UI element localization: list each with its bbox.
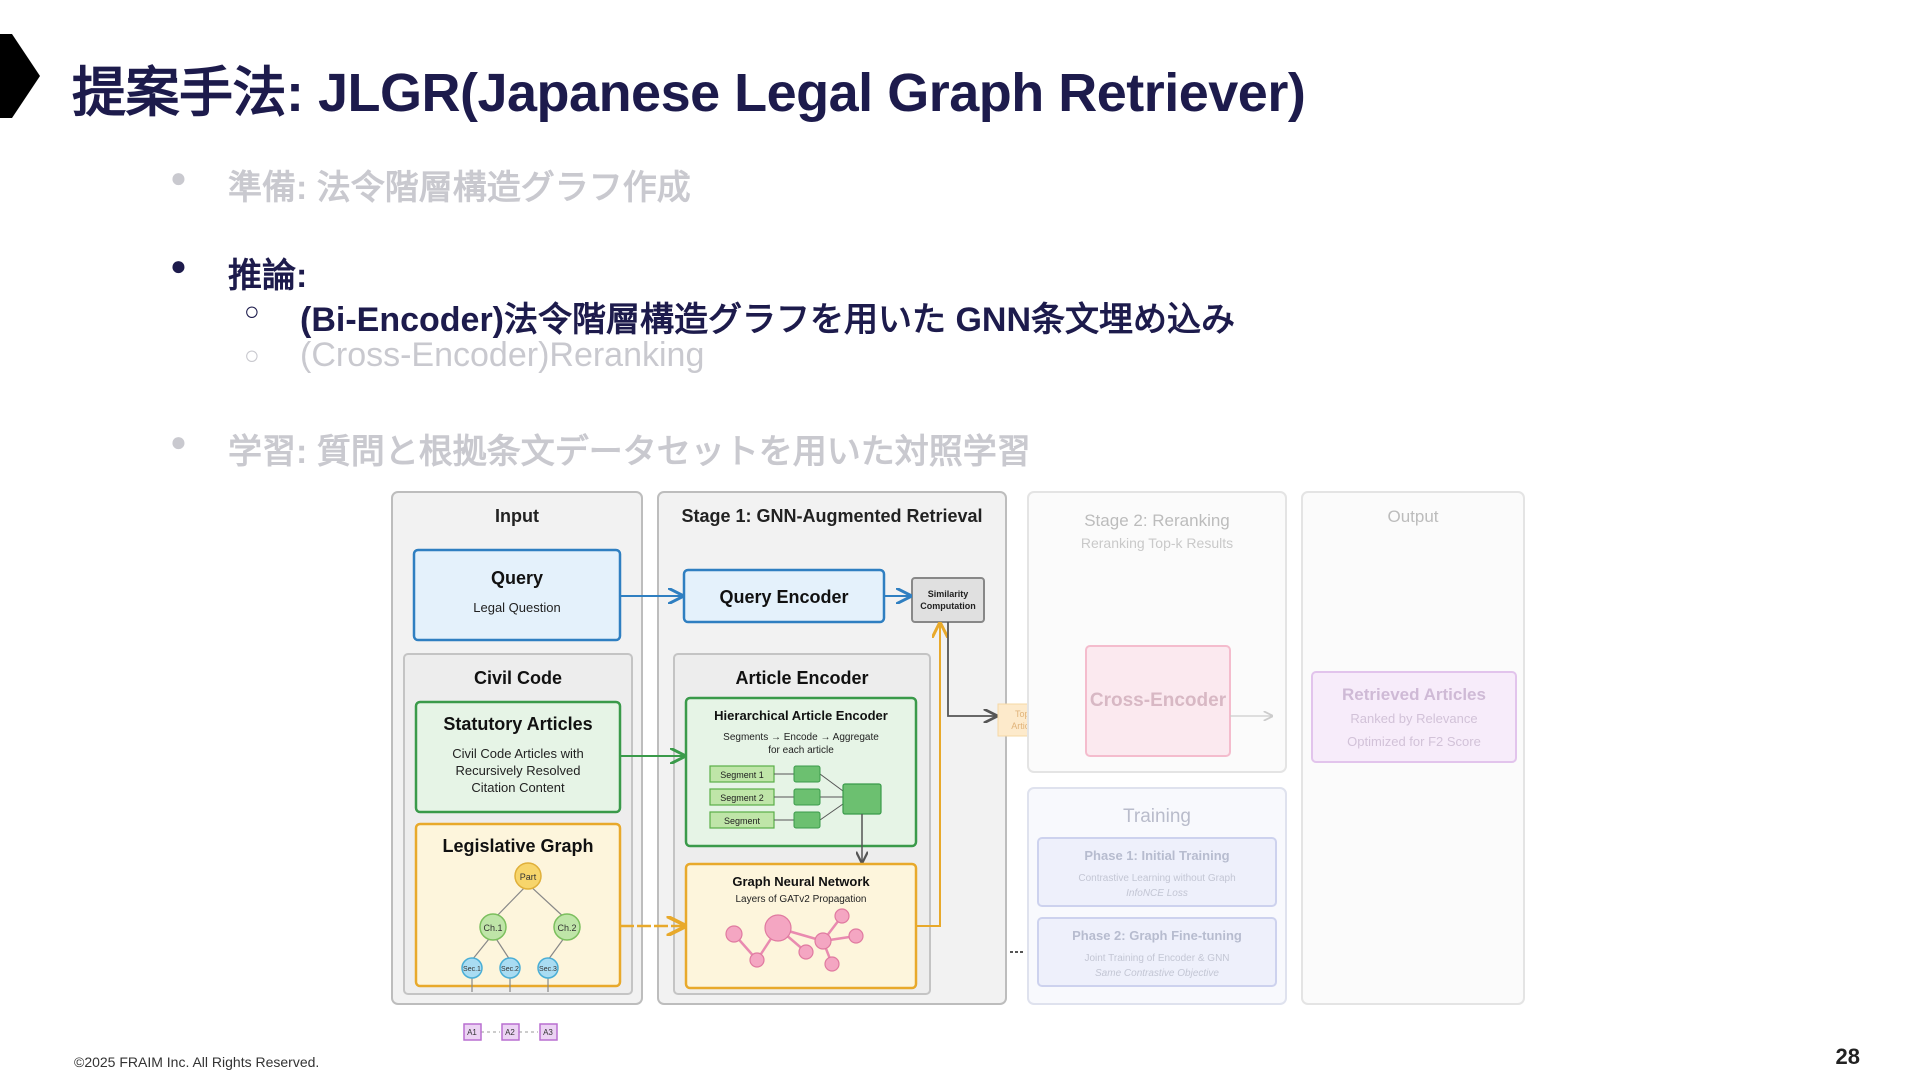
phase1-sub2: InfoNCE Loss (1126, 888, 1188, 899)
retrieved-articles-box (1311, 671, 1517, 763)
tree-node-part-label: Part (520, 872, 537, 882)
article-node-a3-label: A3 (543, 1028, 553, 1037)
bullet-inference: ● 推論: (170, 248, 308, 297)
phase1-title: Phase 1: Initial Training (1084, 848, 1229, 863)
article-node-a1 (463, 1023, 482, 1041)
hierarchical-encoder-sub2: for each article (768, 745, 834, 756)
gnn-node (764, 914, 792, 942)
phase2-sub1: Joint Training of Encoder & GNN (1084, 953, 1229, 964)
statutory-articles-line2: Recursively Resolved (456, 763, 581, 778)
sub-bullet-cross-encoder-text: (Cross-Encoder)Reranking (300, 336, 705, 374)
copyright-footer: ©2025 FRAIM Inc. All Rights Reserved. (74, 1054, 320, 1070)
hierarchical-encoder-sub1: Segments → Encode → Aggregate (723, 732, 879, 743)
article-node-a2 (501, 1023, 520, 1041)
gnn-node (814, 932, 832, 950)
similarity-line2: Computation (920, 601, 976, 611)
civil-code-title: Civil Code (474, 668, 562, 688)
tree-node-part (514, 862, 542, 890)
cross-encoder-label: Cross-Encoder (1090, 690, 1227, 711)
similarity-box (911, 577, 985, 623)
query-encoder-label: Query Encoder (719, 587, 848, 607)
tree-node-ch1 (479, 913, 507, 941)
bullet-training: ● 学習: 質問と根拠条文データセットを用いた対照学習 (170, 424, 1031, 473)
legislative-graph-box (414, 822, 622, 988)
similarity-line1: Similarity (928, 589, 969, 599)
sub-bullet-bi-encoder: ○ (Bi-Encoder)法令階層構造グラフを用いた GNN条文埋め込み (244, 292, 1235, 341)
gnn-title: Graph Neural Network (732, 874, 870, 889)
tree-node-sec3 (537, 957, 559, 979)
similarity-to-topk-arrow (947, 622, 996, 716)
segment-links (774, 773, 844, 821)
segment-embed-3 (793, 811, 821, 829)
gnn-node (824, 956, 840, 972)
statutory-articles-line3: Citation Content (471, 780, 565, 795)
article-node-a1-label: A1 (467, 1028, 477, 1037)
statutory-articles-line1: Civil Code Articles with (452, 746, 584, 761)
article-node-a2-label: A2 (505, 1028, 515, 1037)
tree-node-sec2 (499, 957, 521, 979)
gnn-sub: Layers of GATv2 Propagation (736, 894, 867, 905)
stage1-title: Stage 1: GNN-Augmented Retrieval (681, 506, 982, 526)
tree-node-ch2-label: Ch.2 (557, 923, 576, 933)
tree-node-ch2 (553, 913, 581, 941)
bullet-dot-icon: ● (170, 250, 187, 281)
tree-node-ch1-label: Ch.1 (483, 923, 502, 933)
segment-embed-1 (793, 765, 821, 783)
query-box-title: Query (491, 568, 543, 588)
query-box (412, 548, 622, 642)
cross-encoder-box (1085, 645, 1231, 757)
title-chevron-icon (0, 34, 40, 118)
sub-bullet-bi-encoder-text: (Bi-Encoder)法令階層構造グラフを用いた GNN条文埋め込み (300, 301, 1235, 339)
retrieved-articles-sub2: Optimized for F2 Score (1347, 734, 1481, 749)
output-title: Output (1387, 507, 1438, 526)
article-node-a3 (539, 1023, 558, 1041)
gnn-node (749, 952, 765, 968)
legislative-tree-edges (471, 883, 568, 992)
gnn-to-similarity-arrow (916, 624, 940, 927)
gnn-node (834, 908, 850, 924)
stage2-sub: Reranking Top-k Results (1081, 535, 1233, 551)
article-encoder-title: Article Encoder (735, 668, 868, 688)
topk-line2: Articles (1011, 721, 1041, 731)
sub-bullet-circle-icon: ○ (244, 340, 260, 370)
sub-bullet-cross-encoder: ○ (Cross-Encoder)Reranking (244, 336, 705, 375)
stage2-title: Stage 2: Reranking (1084, 511, 1230, 530)
phase1-box (1037, 837, 1277, 907)
bullet-dot-icon: ● (170, 426, 187, 457)
statutory-articles-title: Statutory Articles (443, 714, 592, 734)
phase2-sub2: Same Contrastive Objective (1095, 968, 1219, 979)
gnn-node (848, 928, 864, 944)
phase1-sub1: Contrastive Learning without Graph (1078, 873, 1235, 884)
retrieved-articles-sub1: Ranked by Relevance (1350, 711, 1477, 726)
segment-embed-2 (793, 788, 821, 806)
page-title: 提案手法: JLGR(Japanese Legal Graph Retrieve… (72, 63, 1306, 123)
segment-1-label: Segment 1 (720, 770, 764, 780)
tree-node-sec2-label: Sec.2 (501, 966, 519, 973)
architecture-diagram: Input Query Legal Question Civil Code St… (391, 491, 1525, 1041)
training-title: Training (1123, 806, 1191, 827)
legislative-graph-title: Legislative Graph (442, 836, 593, 856)
tree-node-sec1 (461, 957, 483, 979)
sub-bullet-circle-icon: ○ (244, 296, 260, 326)
phase2-box (1037, 917, 1277, 987)
phase2-title: Phase 2: Graph Fine-tuning (1072, 928, 1242, 943)
bullet-dot-icon: ● (170, 162, 187, 193)
input-panel-title: Input (495, 506, 539, 526)
bullet-prep: ● 準備: 法令階層構造グラフ作成 (170, 160, 691, 209)
hierarchical-encoder-title: Hierarchical Article Encoder (714, 708, 888, 723)
gnn-node (798, 944, 814, 960)
tree-node-sec3-label: Sec.3 (539, 966, 557, 973)
tree-node-sec1-label: Sec.1 (463, 966, 481, 973)
segment-3-label: Segment (724, 816, 761, 826)
gnn-node (725, 925, 743, 943)
topk-line1: Top-k (1015, 709, 1038, 719)
page-number: 28 (1835, 1044, 1860, 1069)
query-box-sub: Legal Question (473, 600, 560, 615)
retrieved-articles-title: Retrieved Articles (1342, 685, 1486, 704)
article-embed (842, 783, 882, 815)
bullet-training-text: 学習: 質問と根拠条文データセットを用いた対照学習 (228, 433, 1031, 471)
bullet-prep-text: 準備: 法令階層構造グラフ作成 (228, 169, 691, 207)
bullet-inference-text: 推論: (228, 257, 308, 295)
segment-2-label: Segment 2 (720, 793, 764, 803)
